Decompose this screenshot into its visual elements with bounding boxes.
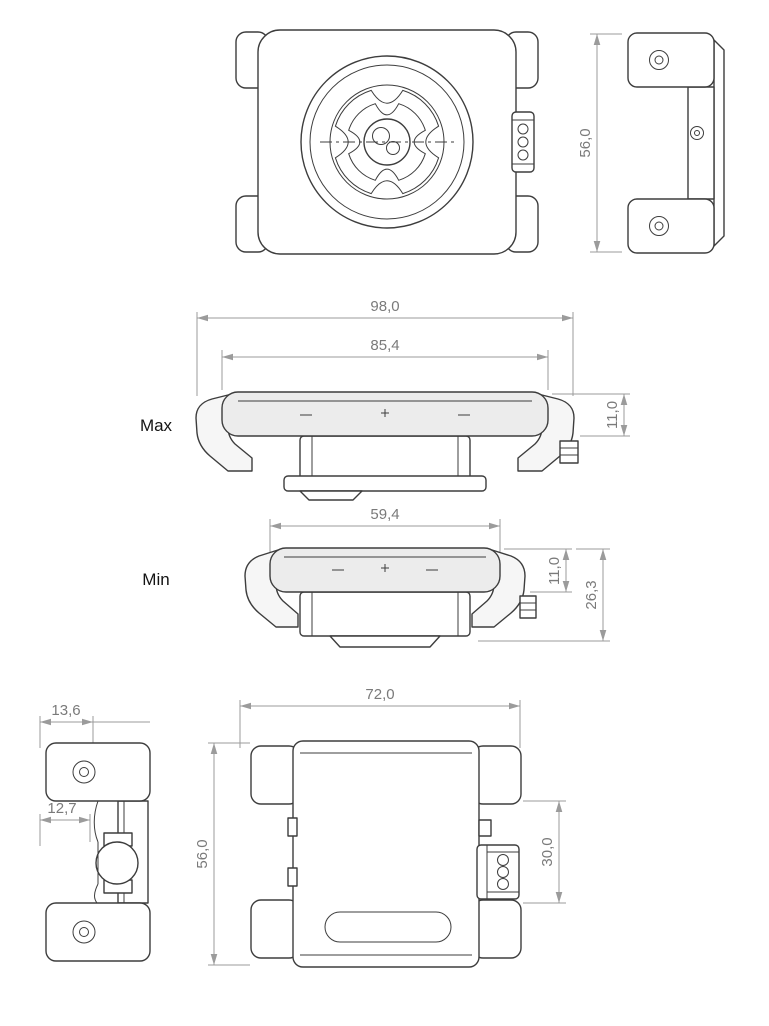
- screw-hole: [72, 920, 96, 944]
- screw-hole: [649, 50, 669, 70]
- side-notch: [287, 867, 298, 887]
- bolt-icon: [497, 866, 509, 878]
- dim-back-height: 56,0: [194, 839, 211, 868]
- clamp-body: [299, 435, 471, 481]
- hinge-detail: [519, 595, 537, 619]
- max-front-view: Max 98,0 85,4 11,0: [140, 298, 630, 501]
- side-bottom-block: [627, 198, 715, 254]
- dim-min-inner-width: 59,4: [370, 506, 399, 523]
- side-plate: [713, 39, 725, 247]
- lock-ring-mid: [309, 64, 465, 220]
- side-view: 56,0: [577, 32, 725, 254]
- back-view: 72,0 56,0 30,0: [194, 686, 566, 968]
- min-label: Min: [142, 570, 169, 589]
- grip-arm-left: [195, 393, 253, 472]
- top-view: [235, 29, 539, 255]
- dim-max-inner-width: 85,4: [370, 337, 399, 354]
- brand-logo-icon: [386, 141, 400, 155]
- side-notch: [287, 817, 298, 837]
- grip-tab: [472, 899, 522, 959]
- base-tab: [329, 635, 441, 648]
- max-label: Max: [140, 416, 173, 435]
- dim-side-height: 56,0: [577, 128, 594, 157]
- hinge-detail: [559, 440, 579, 464]
- profile-view: 13,6 12,7: [39, 702, 151, 962]
- bottom-slot: [324, 911, 452, 943]
- dim-min-total-height: 26,3: [583, 580, 600, 609]
- dim-max-bar-height: 11,0: [604, 401, 621, 429]
- back-body: [292, 740, 480, 968]
- clamp-body: [299, 591, 471, 637]
- clamp-base: [283, 475, 487, 492]
- side-connector: [511, 111, 535, 173]
- dim-back-width: 72,0: [365, 686, 394, 703]
- screw-hole: [649, 216, 669, 236]
- dim-profile-top-width: 13,6: [51, 702, 80, 719]
- grip-tab: [250, 745, 300, 805]
- dim-max-outer-width: 98,0: [370, 298, 399, 315]
- pivot-hole: [690, 126, 704, 140]
- profile-bottom-block: [45, 902, 151, 962]
- side-notch: [478, 819, 492, 837]
- grip-tab: [472, 745, 522, 805]
- grip-arm-left: [244, 549, 299, 628]
- base-tab: [299, 490, 363, 501]
- min-front-view: Min 59,4 11,0 26,3: [142, 506, 610, 648]
- profile-top-block: [45, 742, 151, 802]
- screw-hole: [72, 760, 96, 784]
- grip-tab: [250, 899, 300, 959]
- bolt-icon: [517, 149, 529, 161]
- grip-arm-right: [471, 549, 526, 628]
- dim-clamp-span: 30,0: [539, 837, 556, 866]
- side-top-block: [627, 32, 715, 88]
- dim-profile-inner-width: 12,7: [47, 800, 76, 817]
- bolt-icon: [517, 123, 529, 135]
- lock-pattern-outer: [334, 89, 440, 195]
- brand-logo-icon: [372, 127, 390, 145]
- side-web: [687, 86, 715, 200]
- lock-pattern-inner: [348, 103, 426, 181]
- bolt-icon: [497, 854, 509, 866]
- clamp-knob: [95, 841, 139, 885]
- bolt-icon: [517, 136, 529, 148]
- bolt-icon: [497, 878, 509, 890]
- dim-min-bar-height: 11,0: [546, 557, 563, 585]
